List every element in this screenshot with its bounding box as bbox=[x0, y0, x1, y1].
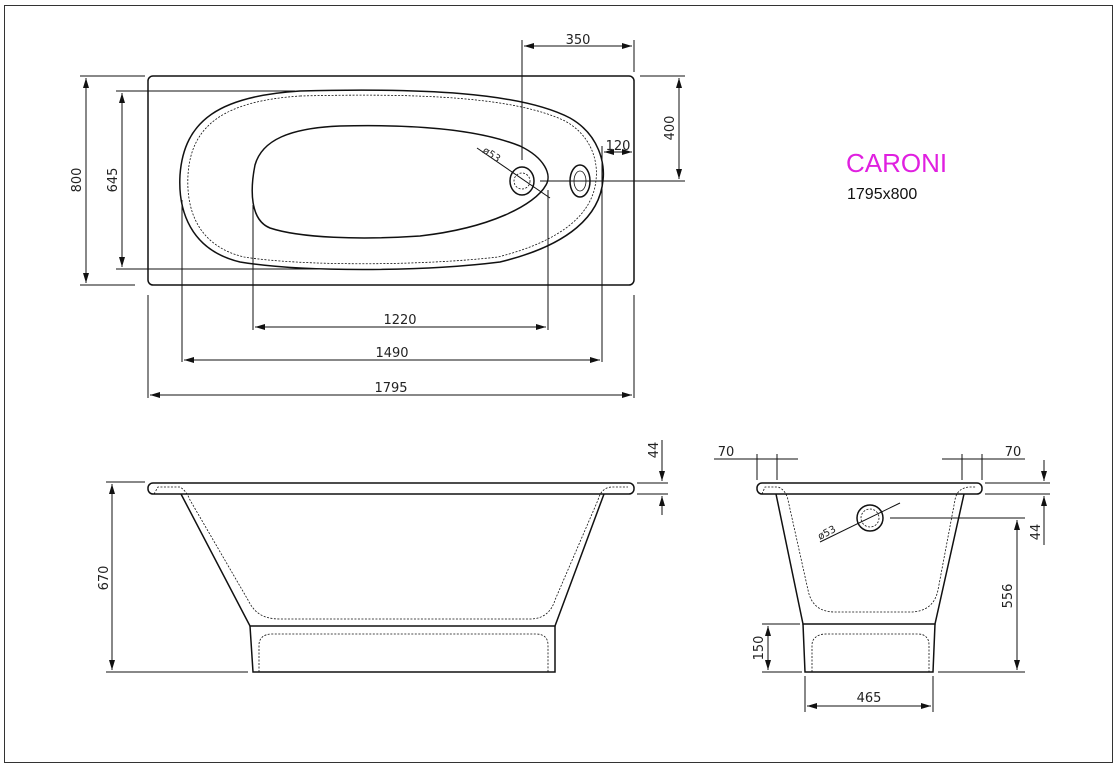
end-view-dimensions bbox=[714, 454, 1050, 712]
dim-465: 465 bbox=[857, 691, 882, 706]
dim-diameter-end: ø53 bbox=[816, 524, 838, 543]
dim-70-right: 70 bbox=[1005, 445, 1022, 460]
dim-44-end: 44 bbox=[1029, 524, 1044, 541]
dim-556: 556 bbox=[1001, 584, 1016, 609]
dim-1490: 1490 bbox=[375, 346, 408, 361]
dim-120: 120 bbox=[606, 139, 631, 154]
dim-44-side: 44 bbox=[647, 442, 662, 459]
dim-70-left: 70 bbox=[718, 445, 735, 460]
product-name: CARONI bbox=[846, 148, 948, 178]
side-view bbox=[147, 482, 635, 673]
dim-645: 645 bbox=[106, 168, 121, 193]
side-view-dimensions bbox=[106, 440, 668, 673]
dim-diameter-top: ø53 bbox=[480, 145, 502, 165]
product-size: 1795x800 bbox=[847, 186, 918, 203]
top-view-dimensions bbox=[80, 40, 685, 398]
dim-670: 670 bbox=[97, 566, 112, 591]
dim-150: 150 bbox=[752, 636, 767, 661]
end-view bbox=[756, 482, 983, 673]
dim-350: 350 bbox=[566, 33, 591, 48]
dim-1220: 1220 bbox=[383, 313, 416, 328]
dim-800: 800 bbox=[70, 168, 85, 193]
dim-400: 400 bbox=[663, 116, 678, 141]
drawing-frame bbox=[4, 5, 1113, 763]
dim-1795: 1795 bbox=[374, 381, 407, 396]
